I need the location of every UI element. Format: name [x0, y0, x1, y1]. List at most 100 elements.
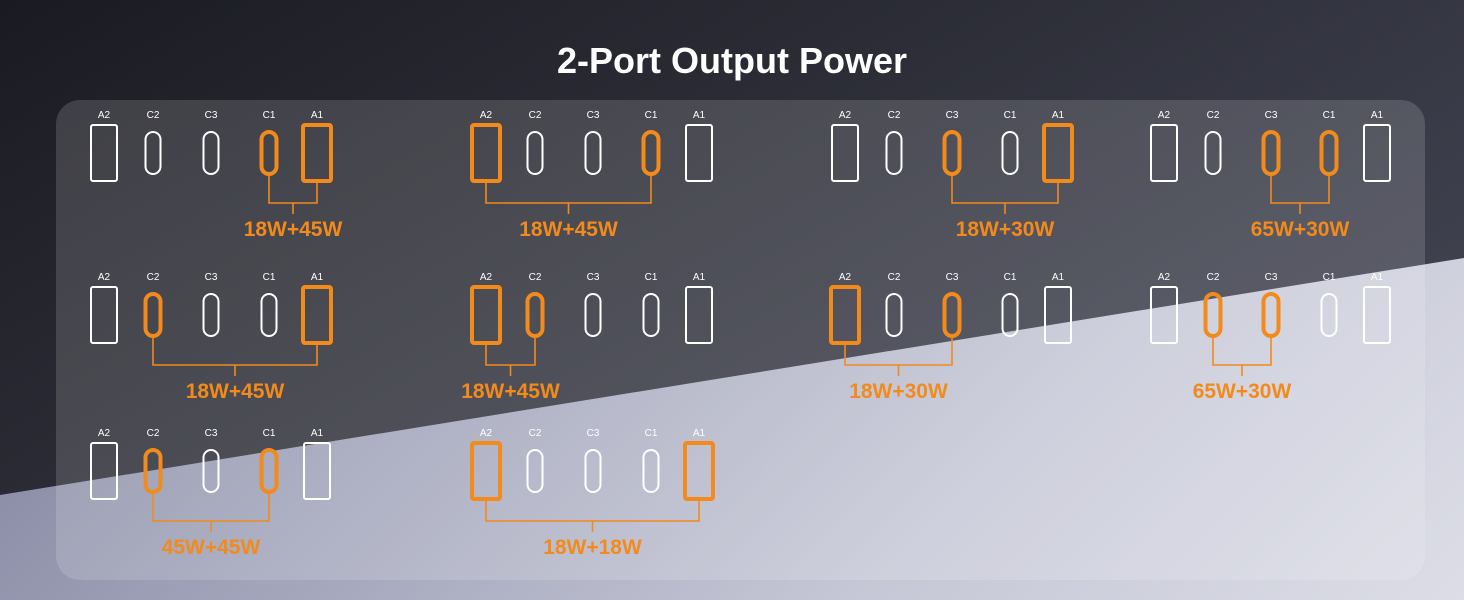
port-label-c1: C1	[1004, 110, 1017, 121]
port-label-a1: A1	[311, 110, 324, 121]
usb-c-port-c2	[526, 131, 544, 175]
port-label-c1: C1	[263, 110, 276, 121]
usb-c-port-c2	[885, 293, 903, 337]
usb-c-port-c3	[202, 131, 220, 175]
usb-c-port-c2	[525, 292, 545, 338]
port-label-a2: A2	[480, 272, 493, 283]
power-label: 18W+30W	[956, 218, 1055, 241]
connector-bracket	[1270, 176, 1330, 204]
combos-panel	[56, 100, 1425, 580]
port-label-c2: C2	[1207, 272, 1220, 283]
usb-c-port-c3	[202, 293, 220, 337]
usb-c-port-c2	[1204, 131, 1222, 175]
port-label-c2: C2	[529, 428, 542, 439]
usb-c-port-c1	[642, 449, 660, 493]
usb-a-port-a1	[1044, 286, 1072, 344]
port-label-a2: A2	[98, 428, 111, 439]
port-label-c1: C1	[263, 428, 276, 439]
usb-c-port-c1	[1001, 293, 1019, 337]
usb-a-port-a1	[683, 441, 715, 501]
port-label-a1: A1	[693, 428, 706, 439]
power-label: 45W+45W	[162, 536, 261, 559]
usb-a-port-a1	[1363, 286, 1391, 344]
connector-bracket	[152, 494, 270, 522]
usb-a-port-a2	[1150, 124, 1178, 182]
power-label: 18W+45W	[186, 380, 285, 403]
usb-a-port-a2	[90, 286, 118, 344]
usb-a-port-a1	[301, 123, 333, 183]
usb-a-port-a2	[831, 124, 859, 182]
usb-c-port-c2	[143, 292, 163, 338]
port-label-a2: A2	[480, 110, 493, 121]
usb-c-port-c3	[942, 130, 962, 176]
usb-c-port-c2	[885, 131, 903, 175]
port-label-c1: C1	[645, 428, 658, 439]
usb-a-port-a2	[470, 123, 502, 183]
port-label-c2: C2	[147, 428, 160, 439]
usb-c-port-c2	[144, 131, 162, 175]
port-label-c1: C1	[1004, 272, 1017, 283]
page-title: 2-Port Output Power	[557, 40, 907, 81]
port-label-c3: C3	[1265, 110, 1278, 121]
usb-c-port-c3	[1261, 130, 1281, 176]
usb-c-port-c1	[1319, 130, 1339, 176]
usb-a-port-a1	[685, 124, 713, 182]
port-label-a1: A1	[1371, 272, 1384, 283]
power-label: 18W+45W	[461, 380, 560, 403]
power-label: 65W+30W	[1251, 218, 1350, 241]
connector-bracket	[485, 501, 700, 522]
port-label-c2: C2	[529, 110, 542, 121]
port-label-c3: C3	[205, 272, 218, 283]
usb-a-port-a1	[303, 442, 331, 500]
usb-c-port-c2	[526, 449, 544, 493]
connector-bracket	[152, 338, 318, 366]
port-label-c1: C1	[645, 272, 658, 283]
usb-a-port-a1	[1363, 124, 1391, 182]
connector-bracket	[1212, 338, 1272, 366]
usb-a-port-a2	[829, 285, 861, 345]
port-label-a1: A1	[693, 110, 706, 121]
usb-c-port-c1	[1320, 293, 1338, 337]
usb-c-port-c3	[584, 449, 602, 493]
usb-c-port-c1	[259, 130, 279, 176]
usb-a-port-a1	[685, 286, 713, 344]
usb-a-port-a2	[90, 442, 118, 500]
port-label-a2: A2	[1158, 272, 1171, 283]
port-label-a2: A2	[1158, 110, 1171, 121]
port-label-c1: C1	[1323, 110, 1336, 121]
port-label-a2: A2	[98, 272, 111, 283]
port-label-a1: A1	[311, 428, 324, 439]
usb-a-port-a2	[470, 285, 502, 345]
port-label-c2: C2	[888, 110, 901, 121]
port-label-c2: C2	[147, 272, 160, 283]
port-label-c3: C3	[946, 272, 959, 283]
port-label-c3: C3	[205, 428, 218, 439]
usb-c-port-c1	[1001, 131, 1019, 175]
connector-bracket	[844, 338, 953, 366]
usb-c-port-c1	[259, 448, 279, 494]
usb-c-port-c1	[641, 130, 661, 176]
power-label: 65W+30W	[1193, 380, 1292, 403]
power-label: 18W+45W	[519, 218, 618, 241]
port-label-c3: C3	[946, 110, 959, 121]
power-label: 18W+45W	[244, 218, 343, 241]
port-label-a2: A2	[480, 428, 493, 439]
usb-a-port-a2	[470, 441, 502, 501]
port-label-a1: A1	[1052, 110, 1065, 121]
port-label-c3: C3	[1265, 272, 1278, 283]
port-label-c2: C2	[529, 272, 542, 283]
port-label-c3: C3	[205, 110, 218, 121]
port-label-c3: C3	[587, 110, 600, 121]
port-label-a1: A1	[1371, 110, 1384, 121]
usb-a-port-a2	[90, 124, 118, 182]
usb-c-port-c3	[584, 131, 602, 175]
usb-a-port-a1	[301, 285, 333, 345]
